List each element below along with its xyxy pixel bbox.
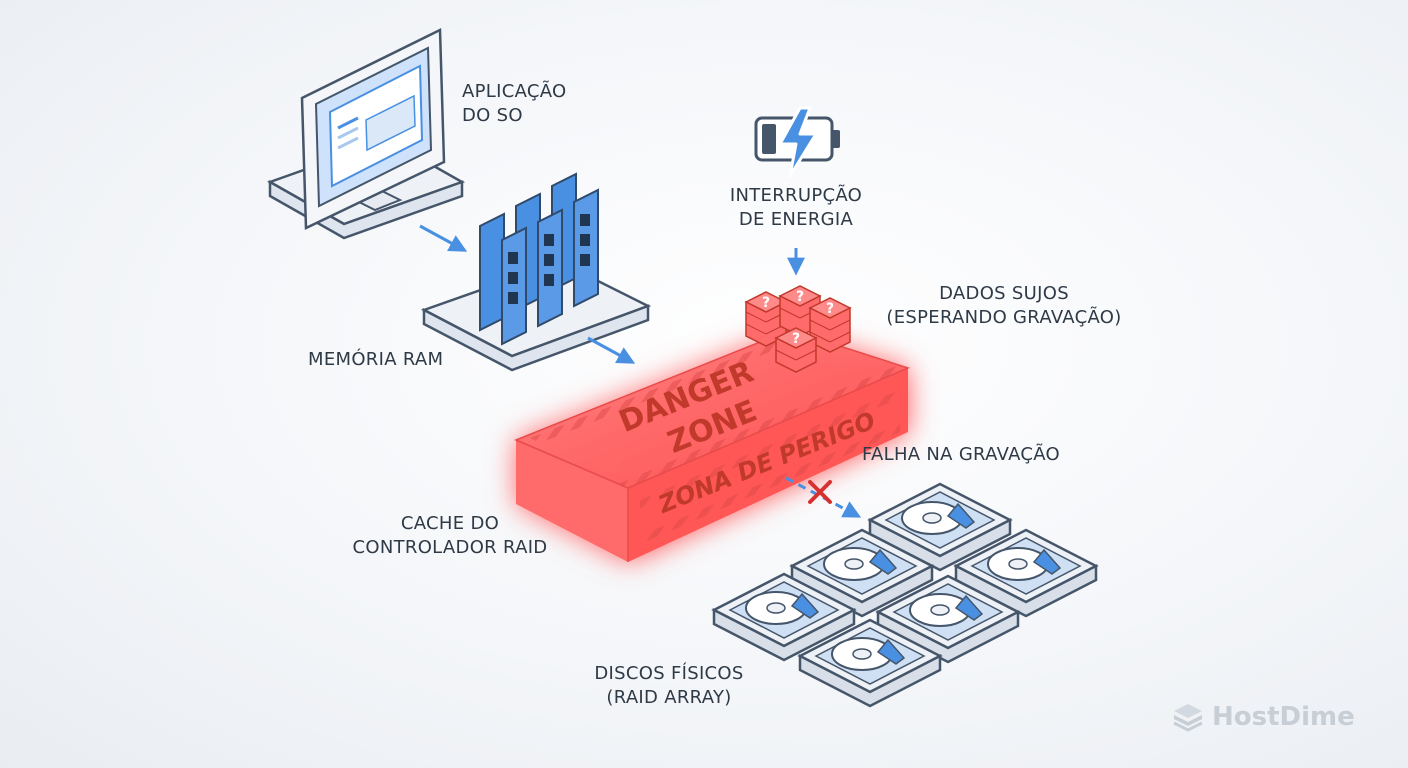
- label-raid-cache-line-1: CACHE DO: [400, 513, 500, 534]
- label-write-fail-text: FALHA NA GRAVAÇÃO: [862, 444, 1060, 465]
- dirty-data-stacks: ? ? ? ?: [744, 285, 852, 373]
- label-raid-cache-line-2: CONTROLADOR RAID: [352, 537, 548, 558]
- hard-disk-icon: [875, 574, 1021, 664]
- dirty-marker-4: ?: [792, 331, 800, 347]
- hard-disk-icon: [867, 482, 1013, 572]
- label-disks: DISCOS FÍSICOS (RAID ARRAY): [584, 662, 754, 710]
- label-power-line-1: INTERRUPÇÃO: [729, 185, 863, 206]
- label-disks-line-2: (RAID ARRAY): [606, 687, 732, 708]
- dirty-stack-4: ?: [774, 327, 818, 373]
- label-write-fail: FALHA NA GRAVAÇÃO: [862, 443, 1060, 467]
- label-dirty-line-1: DADOS SUJOS: [939, 283, 1069, 304]
- dirty-marker-1: ?: [762, 295, 770, 311]
- label-os-app: APLICAÇÃO DO SO: [462, 80, 567, 128]
- logo-text: HostDime: [1212, 702, 1355, 732]
- dirty-marker-3: ?: [826, 301, 834, 317]
- label-raid-cache: CACHE DO CONTROLADOR RAID: [340, 512, 560, 560]
- label-dirty-data: DADOS SUJOS (ESPERANDO GRAVAÇÃO): [870, 282, 1138, 330]
- x-mark-icon: [808, 480, 832, 504]
- arrow-os-to-ram: [419, 224, 468, 252]
- dirty-marker-2: ?: [796, 289, 804, 305]
- hard-disk-icon: [953, 528, 1099, 618]
- logo-cube-icon: [1173, 704, 1203, 732]
- arrow-ram-to-cache: [587, 336, 636, 364]
- ram-module-icon: [420, 172, 652, 372]
- label-power-line-2: DE ENERGIA: [738, 209, 854, 230]
- arrow-cache-to-disks: [785, 476, 862, 518]
- hard-disk-icon: [711, 572, 857, 662]
- label-dirty-line-2: (ESPERANDO GRAVAÇÃO): [886, 307, 1122, 328]
- label-os-app-line-1: APLICAÇÃO: [462, 81, 567, 102]
- label-os-app-line-2: DO SO: [462, 105, 523, 126]
- hard-disk-icon: [797, 618, 943, 708]
- monitor-icon: [267, 28, 465, 240]
- label-ram: MEMÓRIA RAM: [308, 348, 443, 372]
- hard-disk-icon: [789, 528, 935, 618]
- label-ram-text: MEMÓRIA RAM: [308, 349, 444, 370]
- hard-disk-array: [711, 482, 1099, 708]
- raid-cache-block: DANGER ZONE ZONA DE PERIGO: [514, 329, 911, 562]
- label-power: INTERRUPÇÃO DE ENERGIA: [716, 184, 876, 232]
- label-disks-line-1: DISCOS FÍSICOS: [594, 663, 744, 684]
- brand-logo: HostDime: [1172, 702, 1355, 732]
- battery-bolt-icon: [754, 106, 840, 178]
